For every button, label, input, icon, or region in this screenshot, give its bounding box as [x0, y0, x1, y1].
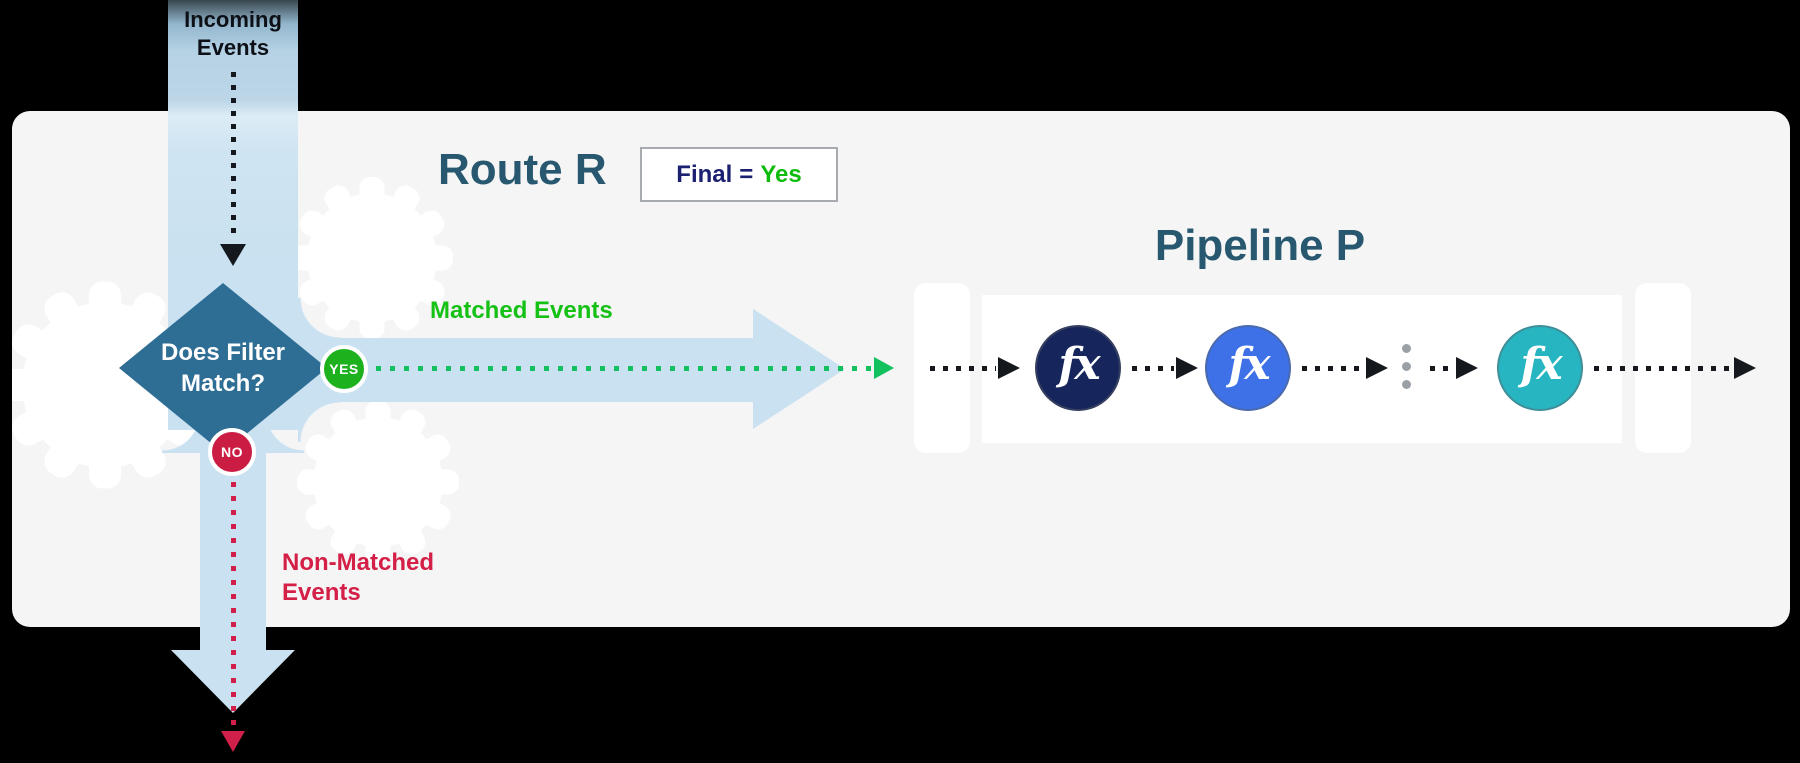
non-matched-dotted-line	[231, 482, 236, 728]
gear-icon	[291, 177, 453, 339]
decision-question-line2: Match?	[181, 370, 265, 397]
incoming-events-line1: Incoming	[184, 7, 282, 32]
pipeline-dotted-line	[1430, 366, 1454, 371]
more-nodes-ellipsis-icon	[1402, 362, 1411, 371]
incoming-events-line2: Events	[196, 35, 270, 60]
incoming-dotted-line	[231, 72, 236, 240]
non-matched-line2: Events	[282, 579, 361, 606]
decision-question-line1: Does Filter	[160, 339, 286, 366]
fx-glyph: fx	[1228, 338, 1270, 390]
non-matched-line1: Non-Matched	[282, 549, 434, 576]
incoming-arrowhead-icon	[220, 244, 246, 266]
matched-events-label: Matched Events	[430, 297, 613, 324]
pipeline-dotted-line	[1302, 366, 1364, 371]
more-nodes-ellipsis-icon	[1402, 380, 1411, 389]
pipeline-output-arrowhead-icon	[1734, 357, 1756, 379]
pipeline-arrowhead-icon	[1176, 357, 1198, 379]
function-node-icon: fx	[1497, 325, 1583, 411]
band-fillet	[266, 413, 304, 453]
gear-icon	[297, 401, 459, 563]
final-value: Yes	[760, 160, 802, 188]
pipeline-dotted-line	[930, 366, 996, 371]
no-badge: NO	[208, 428, 256, 476]
band-fillet	[298, 298, 340, 338]
band-fillet	[298, 402, 340, 442]
matched-dotted-line	[376, 366, 872, 371]
non-matched-events-label: Non-Matched Events	[282, 548, 434, 608]
matched-arrowhead-icon	[874, 357, 894, 379]
route-title: Route R	[438, 145, 607, 194]
pipeline-arrowhead-icon	[998, 357, 1020, 379]
function-node-icon: fx	[1035, 325, 1121, 411]
pipeline-dotted-line	[1132, 366, 1174, 371]
final-label: Final	[676, 160, 733, 188]
function-node-icon: fx	[1205, 325, 1291, 411]
yes-badge: YES	[320, 345, 368, 393]
final-operator: =	[739, 160, 754, 188]
incoming-events-label: Incoming Events	[168, 6, 298, 62]
pipeline-title: Pipeline P	[1154, 221, 1366, 270]
more-nodes-ellipsis-icon	[1402, 344, 1411, 353]
pipeline-dotted-line	[1594, 366, 1732, 371]
non-matched-arrowhead-icon	[221, 731, 245, 752]
decision-question: Does Filter Match?	[161, 337, 285, 399]
final-flag-box: Final = Yes	[640, 147, 838, 202]
fx-glyph: fx	[1058, 338, 1100, 390]
fx-glyph: fx	[1520, 338, 1562, 390]
pipeline-arrowhead-icon	[1456, 357, 1478, 379]
pipeline-arrowhead-icon	[1366, 357, 1388, 379]
